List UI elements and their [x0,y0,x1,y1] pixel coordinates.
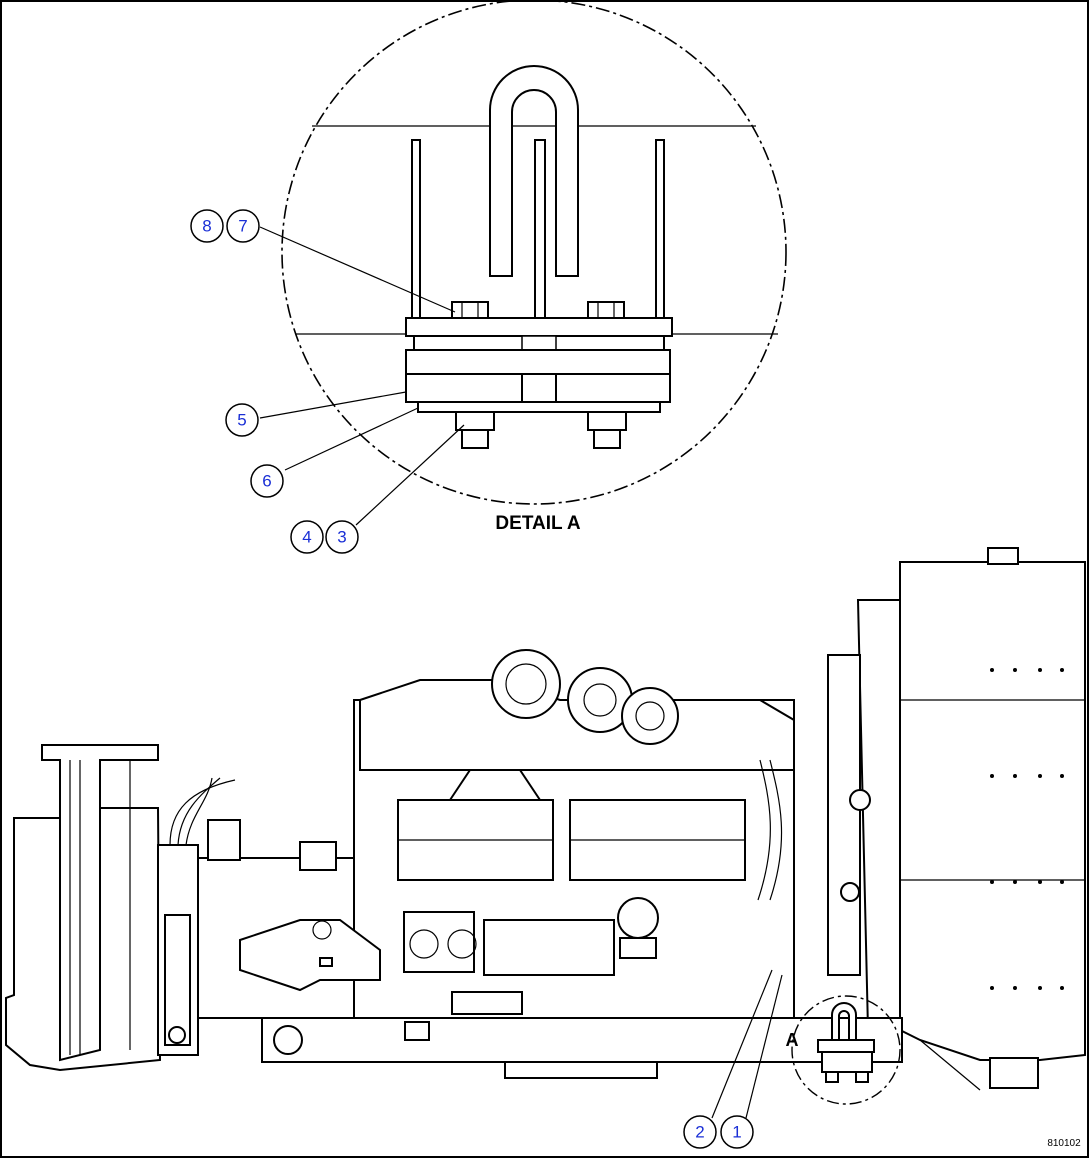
callout-3: 3 [325,520,359,554]
detail-title: DETAIL A [495,513,580,534]
svg-text:5: 5 [237,411,246,430]
drawing-number: 810102 [1047,1138,1081,1149]
svg-text:7: 7 [238,217,247,236]
engine-leaders [711,969,783,1119]
callout-1: 1 [720,1115,754,1149]
radiator [827,547,1086,1091]
callout-5: 5 [225,403,259,437]
svg-text:6: 6 [262,472,271,491]
detail-circle [281,0,787,505]
detail-leaders [259,226,465,526]
callout-8: 8 [190,209,224,243]
callout-2: 2 [683,1115,717,1149]
callout-7: 7 [226,209,260,243]
svg-text:2: 2 [695,1123,704,1142]
svg-text:1: 1 [732,1123,741,1142]
svg-text:A: A [786,1030,799,1050]
callout-4: 4 [290,520,324,554]
detail-a-view [281,0,787,505]
callout-6: 6 [250,464,284,498]
detail-a-marker: A [786,995,901,1105]
base-frame [261,1017,903,1079]
svg-text:8: 8 [202,217,211,236]
svg-text:4: 4 [302,528,311,547]
svg-text:3: 3 [337,528,346,547]
u-bolt [489,65,579,277]
engine-block [239,649,795,1021]
